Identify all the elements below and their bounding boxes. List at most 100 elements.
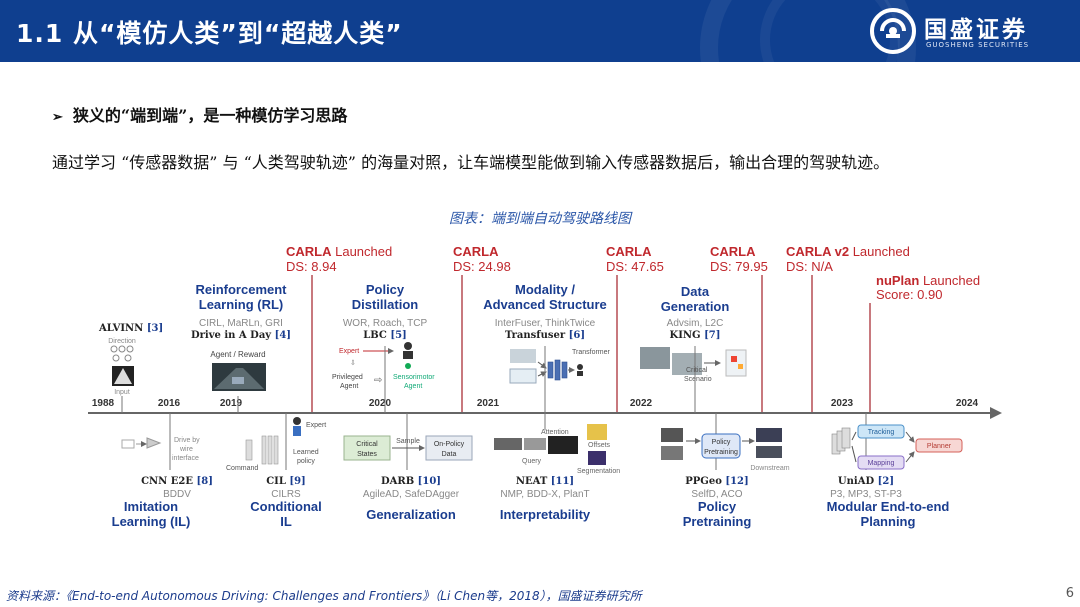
critical-scene-thumbnail	[725, 349, 747, 377]
cil-expert-label: Expert	[306, 422, 326, 429]
category-methods: CILRS	[271, 489, 301, 500]
category-key-work: Drive in A Day [4]	[191, 330, 291, 341]
year-tick: 1988	[92, 398, 115, 409]
video-frame-thumbnail	[661, 446, 683, 460]
milestone-score: DS: 79.95	[710, 259, 768, 274]
milestone-score: DS: 8.94	[286, 259, 337, 274]
category-title: Generation	[661, 299, 730, 314]
logo-text-cn: 国盛证券	[924, 17, 1028, 43]
sample-label: Sample	[396, 438, 420, 445]
category-title: Data	[681, 284, 710, 299]
category-title: Generalization	[366, 507, 456, 522]
downstream-thumbnail	[756, 428, 782, 442]
category-title: Learning (IL)	[112, 514, 191, 529]
page-title: 1.1 从“模仿人类”到“超越人类”	[16, 19, 403, 48]
modality-illustration: Transformer	[509, 349, 611, 384]
svg-text:Planner: Planner	[927, 443, 952, 450]
category-key-work: CNN E2E [8]	[141, 476, 213, 487]
category-methods: P3, MP3, ST-P3	[830, 489, 902, 500]
category-title: Distillation	[352, 297, 419, 312]
downstream-label: Downstream	[750, 465, 789, 472]
top-categories: Reinforcement Learning (RL) CIRL, MaRLn,…	[191, 282, 729, 341]
critical-states-box	[343, 435, 391, 461]
category-title: Modular End-to-end	[827, 499, 950, 514]
cil-learned-label: Learned	[293, 449, 319, 456]
person-icon	[293, 417, 301, 425]
scene-thumbnail	[640, 347, 670, 369]
svg-text:Tracking: Tracking	[868, 429, 895, 436]
year-tick: 2024	[956, 398, 979, 409]
category-title: Planning	[861, 514, 916, 529]
logo-emblem-icon	[870, 8, 916, 54]
camera-strip-thumbnail	[494, 438, 522, 450]
category-key-work: LBC [5]	[363, 330, 407, 341]
attention-map-thumbnail	[548, 436, 578, 454]
policy-pretraining-box	[701, 433, 741, 459]
category-methods: InterFuser, ThinkTwice	[495, 318, 596, 329]
milestone-label: CARLA	[710, 244, 756, 259]
category-methods: BDDV	[163, 489, 191, 500]
svg-text:⇨: ⇨	[374, 375, 382, 386]
policy-distillation-illustration: Expert ⇩ Privileged Agent ⇨ Sensorimotor…	[332, 342, 435, 390]
pretraining-illustration: Policy Pretraining Downstream	[661, 428, 790, 472]
svg-text:Data: Data	[442, 451, 457, 458]
milestone-score: DS: 24.98	[453, 259, 511, 274]
category-key-work: PPGeo [12]	[685, 476, 749, 487]
il-drive-label: Drive by	[174, 437, 200, 444]
milestone-score: DS: 47.65	[606, 259, 664, 274]
svg-text:interface: interface	[172, 455, 199, 462]
bullet-point: ➢狭义的“端到端”，是一种模仿学习思路	[52, 102, 347, 126]
svg-text:wire: wire	[179, 446, 193, 453]
policy-branches-icon	[245, 435, 279, 465]
interpretability-illustration: Attention Offsets Query Segmentation	[494, 424, 620, 475]
alvinn-block: ALVINN [3] Direction Input	[98, 323, 163, 396]
svg-text:Scenario: Scenario	[684, 376, 712, 383]
category-title: Policy	[698, 499, 737, 514]
timeline: 1988 2016 2019 2020 2021 2022 2023 2024	[88, 346, 1002, 470]
tracking-box	[857, 424, 905, 439]
year-tick: 2020	[369, 398, 392, 409]
bullet-text: 狭义的“端到端”，是一种模仿学习思路	[72, 106, 348, 125]
category-key-work: KING [7]	[670, 330, 721, 341]
pd-sensorimotor-label: Sensorimotor	[393, 374, 435, 381]
robot-icon	[404, 342, 412, 350]
year-tick: 2021	[477, 398, 500, 409]
planner-box	[915, 438, 963, 453]
category-key-work: NEAT [11]	[516, 476, 574, 487]
category-methods: Advsim, L2C	[667, 318, 724, 329]
rl-illustration: Agent / Reward	[210, 350, 266, 391]
svg-text:Policy: Policy	[712, 439, 731, 446]
svg-text:Pretraining: Pretraining	[704, 449, 738, 456]
milestone-label: CARLA	[453, 244, 499, 259]
video-frame-thumbnail	[661, 428, 683, 442]
mapping-box	[857, 455, 905, 470]
camera-icon	[121, 439, 135, 449]
data-generation-illustration: Critical Scenario	[640, 347, 747, 383]
camera-image-thumbnail	[510, 349, 536, 363]
year-tick: 2022	[630, 398, 653, 409]
transformer-label: Transformer	[572, 349, 611, 356]
category-title: Conditional	[250, 499, 322, 514]
category-key-work: CIL [9]	[266, 476, 306, 487]
pd-expert-label: Expert	[339, 348, 359, 355]
year-tick: 2016	[158, 398, 181, 409]
pd-privileged-label: Privileged	[332, 374, 363, 381]
svg-text:On-Policy: On-Policy	[434, 441, 465, 448]
category-methods: SelfD, ACO	[691, 489, 742, 500]
category-title: Policy	[366, 282, 405, 297]
svg-text:Mapping: Mapping	[868, 460, 895, 467]
on-policy-data-box	[425, 435, 473, 461]
offsets-label: Offsets	[588, 442, 611, 449]
milestone-label: CARLA Launched	[286, 244, 392, 259]
dg-critical-label: Critical	[686, 367, 708, 374]
cil-command-label: Command	[226, 465, 258, 472]
category-title: Learning (RL)	[199, 297, 284, 312]
alvinn-input-label: Input	[114, 389, 130, 396]
category-methods: WOR, Roach, TCP	[343, 318, 428, 329]
category-title: Imitation	[124, 499, 178, 514]
milestone-score: Score: 0.90	[876, 287, 943, 302]
attention-label: Attention	[541, 429, 569, 436]
page-number: 6	[1065, 586, 1074, 601]
il-illustration: Drive by wire interface	[121, 437, 200, 462]
header-bar: 1.1 从“模仿人类”到“超越人类” 国盛证券 GUOSHENG SECURIT…	[0, 0, 1080, 62]
